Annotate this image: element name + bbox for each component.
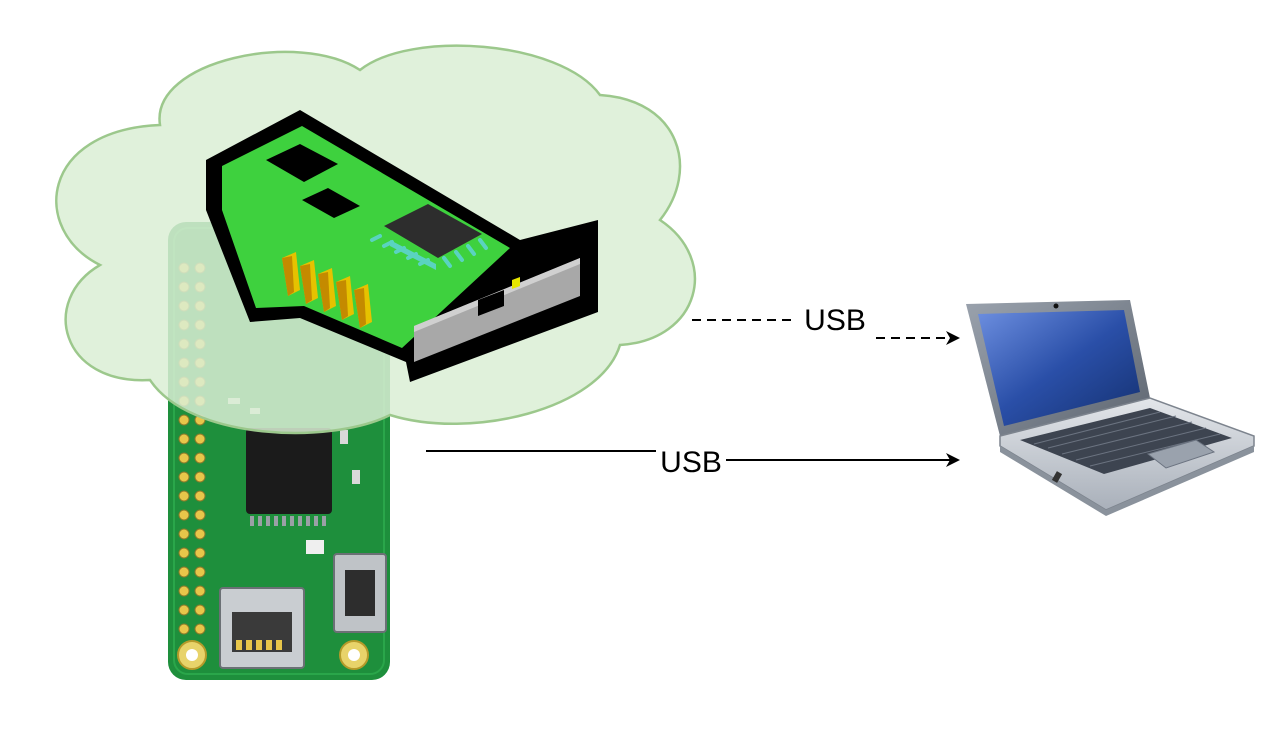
edge-label-physical-usb: USB <box>660 446 722 479</box>
soc-chip <box>246 428 332 514</box>
laptop-icon <box>966 300 1255 516</box>
edge-physical-usb: USB <box>426 446 960 479</box>
edge-label-virtual-usb: USB <box>804 304 866 337</box>
network-card-icon <box>206 110 598 382</box>
edge-virtual-usb: USB <box>692 304 960 345</box>
